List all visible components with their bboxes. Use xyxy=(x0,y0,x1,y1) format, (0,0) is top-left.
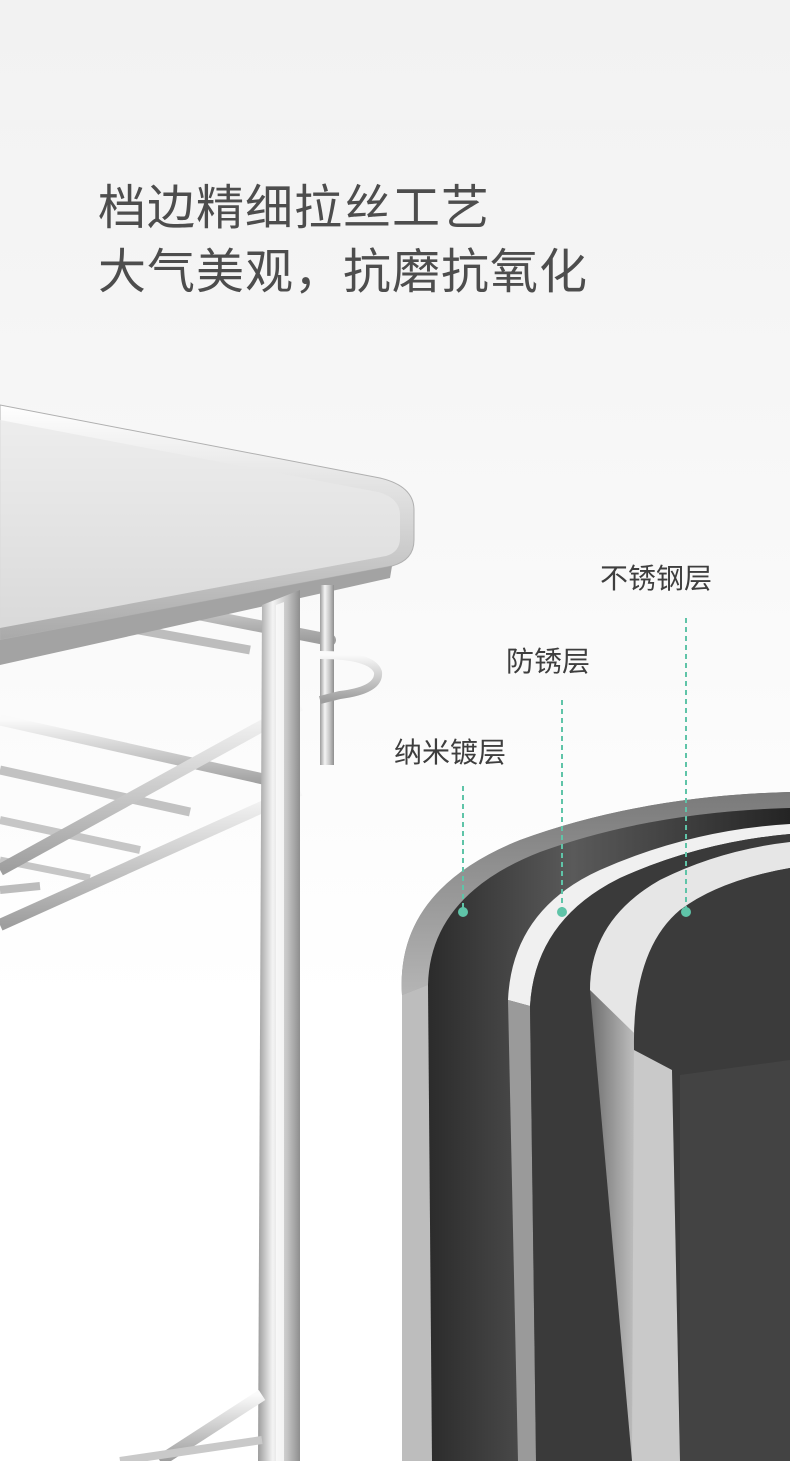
layer-label-rust-proof: 防锈层 xyxy=(506,645,591,678)
headline-line-2: 大气美观，抗磨抗氧化 xyxy=(98,244,589,300)
steel-layers-cross-section xyxy=(401,792,790,1461)
wire-rack xyxy=(0,404,415,1461)
layer-label-nano-coating: 纳米镀层 xyxy=(394,736,507,769)
leader-dot-rust xyxy=(557,907,567,917)
headline-line-1: 档边精细拉丝工艺 xyxy=(98,180,491,236)
headline: 档边精细拉丝工艺 大气美观，抗磨抗氧化 xyxy=(98,176,588,304)
layer-label-stainless-steel: 不锈钢层 xyxy=(600,562,713,595)
leader-dot-nano xyxy=(458,907,468,917)
leader-lines xyxy=(458,618,691,917)
leader-dot-steel xyxy=(681,907,691,917)
